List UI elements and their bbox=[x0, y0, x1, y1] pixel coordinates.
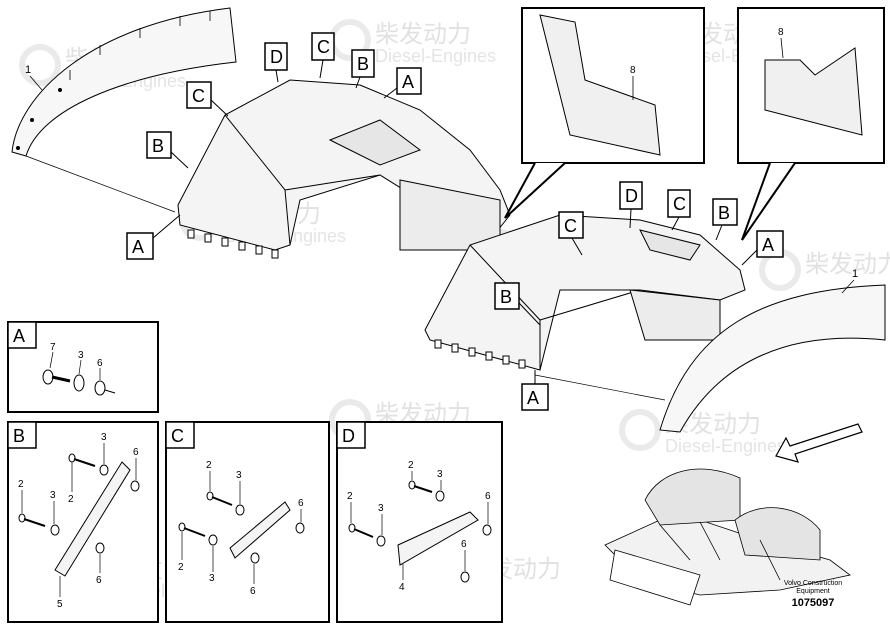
mudflap-detail-box-1: 8 bbox=[521, 7, 705, 164]
callout-c-left: C bbox=[186, 81, 229, 117]
svg-text:D: D bbox=[625, 186, 638, 206]
part-number-6b: 6 bbox=[250, 586, 256, 597]
part-number-3: 3 bbox=[437, 469, 443, 480]
part-number-4: 4 bbox=[399, 582, 405, 593]
part-number-2b: 2 bbox=[178, 562, 184, 573]
part-number-3b: 3 bbox=[50, 490, 56, 501]
svg-text:C: C bbox=[317, 37, 330, 57]
callout-a-right: A bbox=[521, 370, 549, 411]
part-number-3: 3 bbox=[101, 432, 107, 443]
callout-d-left: D bbox=[264, 42, 288, 83]
machine-overview-thumbnail bbox=[604, 468, 851, 606]
part-number-2: 2 bbox=[68, 494, 74, 505]
svg-text:D: D bbox=[270, 47, 283, 67]
svg-text:A: A bbox=[762, 235, 774, 255]
part-number-3b: 3 bbox=[209, 573, 215, 584]
svg-text:A: A bbox=[13, 326, 25, 346]
drawing-number: 1075097 bbox=[792, 597, 835, 609]
callout-a-left: A bbox=[126, 214, 181, 260]
callout-c-left-top: C bbox=[311, 32, 335, 79]
callout-c-right-top: C bbox=[667, 189, 691, 231]
mudflap-detail-box-2: 8 bbox=[737, 7, 885, 164]
part-number-3b: 3 bbox=[378, 503, 384, 514]
part-number-8b: 8 bbox=[778, 27, 784, 38]
part-number-3: 3 bbox=[78, 350, 84, 361]
svg-text:A: A bbox=[527, 388, 539, 408]
detail-panel-a: A 7 3 6 bbox=[7, 321, 159, 413]
svg-text:C: C bbox=[171, 426, 184, 446]
part-number-6: 6 bbox=[485, 491, 491, 502]
detail-panel-d: D 2 3 6 2 3 6 4 bbox=[336, 421, 503, 623]
watermark-en: Diesel-Engines bbox=[665, 436, 786, 456]
callout-c-right: C bbox=[558, 211, 584, 256]
svg-text:B: B bbox=[357, 54, 369, 74]
svg-text:C: C bbox=[564, 216, 577, 236]
callout-b-right-top: B bbox=[712, 198, 738, 241]
fender-trim-left bbox=[11, 7, 237, 157]
part-number-2: 2 bbox=[408, 460, 414, 471]
part-number-7: 7 bbox=[50, 342, 56, 353]
company-line-1: Volvo Construction bbox=[784, 580, 842, 587]
callout-b-left: B bbox=[146, 131, 189, 169]
fender-trim-right bbox=[659, 284, 886, 433]
svg-text:B: B bbox=[500, 287, 512, 307]
svg-text:A: A bbox=[402, 72, 414, 92]
part-number-6: 6 bbox=[133, 447, 139, 458]
part-number-6: 6 bbox=[298, 498, 304, 509]
fender-left bbox=[177, 79, 511, 259]
svg-text:C: C bbox=[192, 86, 205, 106]
callout-b-right: B bbox=[494, 282, 541, 326]
part-number-6: 6 bbox=[97, 358, 103, 369]
watermark-cn: 柴发动力 bbox=[805, 250, 890, 278]
svg-text:A: A bbox=[132, 237, 144, 257]
part-number-2b: 2 bbox=[18, 479, 24, 490]
watermark-cn: 柴发动力 bbox=[375, 20, 471, 48]
svg-text:D: D bbox=[342, 426, 355, 446]
part-number-8: 8 bbox=[630, 65, 636, 76]
callout-b-left-top: B bbox=[351, 49, 375, 89]
watermark-en: Diesel-Engines bbox=[375, 46, 496, 66]
svg-text:B: B bbox=[152, 136, 164, 156]
part-number-6b: 6 bbox=[461, 539, 467, 550]
part-number-2b: 2 bbox=[347, 491, 353, 502]
svg-text:B: B bbox=[718, 203, 730, 223]
part-number-5: 5 bbox=[57, 599, 63, 610]
callout-a-right-top: A bbox=[741, 230, 784, 266]
fender-right bbox=[424, 214, 746, 371]
part-number-2: 2 bbox=[206, 460, 212, 471]
callout-d-right: D bbox=[619, 181, 643, 229]
part-number-1b: 1 bbox=[852, 268, 858, 280]
svg-text:C: C bbox=[673, 194, 686, 214]
company-line-2: Equipment bbox=[796, 588, 830, 595]
direction-arrow bbox=[775, 423, 863, 463]
svg-text:B: B bbox=[13, 426, 25, 446]
part-number-1: 1 bbox=[25, 64, 31, 76]
callout-a-left-top: A bbox=[383, 67, 422, 99]
part-number-6b: 6 bbox=[96, 575, 102, 586]
detail-panel-c: C 2 3 6 2 3 6 bbox=[165, 421, 330, 623]
detail-panel-b: B 3 6 2 2 3 6 5 bbox=[7, 421, 159, 623]
part-number-3: 3 bbox=[236, 470, 242, 481]
